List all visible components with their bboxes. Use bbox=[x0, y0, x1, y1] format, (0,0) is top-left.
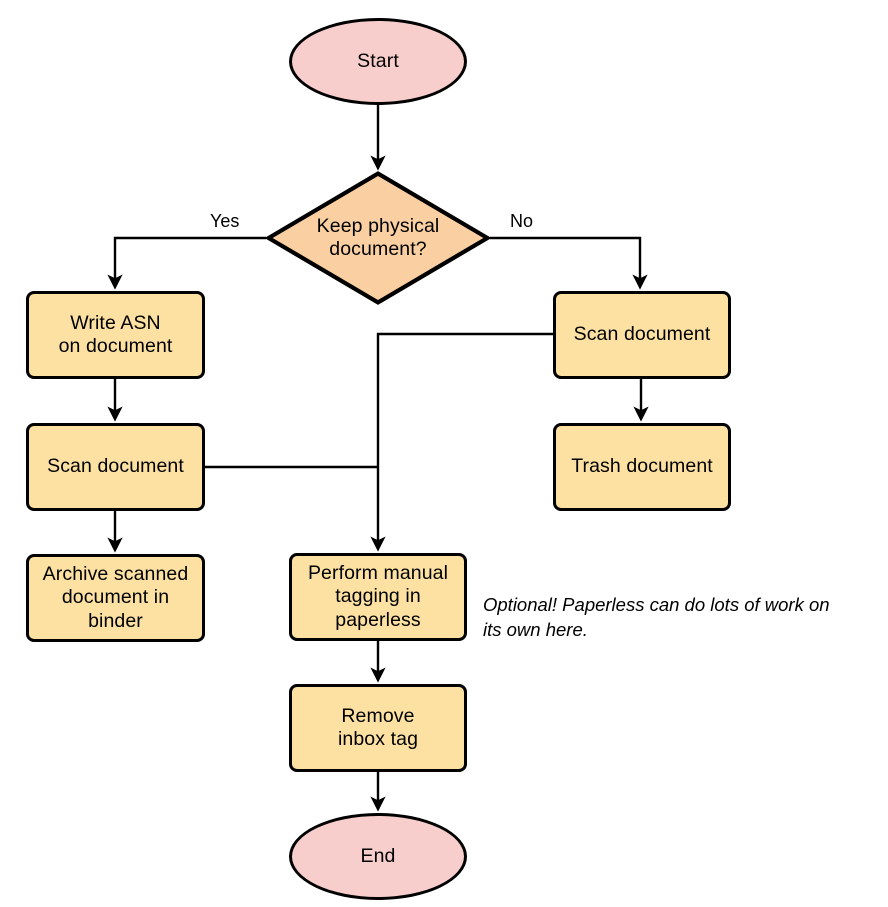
edge-scan-right-to-manual-tagging bbox=[370, 332, 553, 552]
node-decision-keep-physical-document[interactable]: Keep physical document? bbox=[266, 171, 490, 305]
node-trash-document[interactable]: Trash document bbox=[553, 423, 731, 511]
node-scan-document-left-label: Scan document bbox=[47, 455, 184, 478]
node-start[interactable]: Start bbox=[289, 18, 467, 105]
node-archive-scanned-document-in-binder[interactable]: Archive scanned document in binder bbox=[26, 554, 205, 642]
node-scan-document-right-label: Scan document bbox=[573, 323, 711, 346]
diamond-shape bbox=[266, 171, 490, 305]
node-remove-inbox-tag[interactable]: Remove inbox tag bbox=[289, 684, 467, 772]
node-end[interactable]: End bbox=[289, 813, 467, 900]
node-manual-tagging-label: Perform manual tagging in paperless bbox=[307, 561, 449, 631]
node-write-asn-label: Write ASN on document bbox=[58, 311, 173, 358]
edge-yes-to-write-asn bbox=[107, 236, 266, 290]
node-end-label: End bbox=[360, 844, 396, 867]
node-scan-document-left[interactable]: Scan document bbox=[26, 423, 205, 511]
node-decision-label: Keep physical document? bbox=[316, 214, 440, 261]
edge-label-no: No bbox=[510, 211, 534, 231]
edge-label-yes: Yes bbox=[210, 211, 240, 231]
node-trash-document-label: Trash document bbox=[571, 455, 713, 478]
node-start-label: Start bbox=[357, 49, 399, 72]
node-scan-document-right[interactable]: Scan document bbox=[553, 291, 731, 379]
edge-no-to-scan-right bbox=[490, 236, 648, 290]
node-perform-manual-tagging[interactable]: Perform manual tagging in paperless bbox=[289, 553, 467, 641]
node-archive-binder-label: Archive scanned document in binder bbox=[42, 562, 189, 632]
note-optional-paperless: Optional! Paperless can do lots of work … bbox=[483, 594, 830, 640]
node-write-asn-on-document[interactable]: Write ASN on document bbox=[26, 291, 205, 379]
node-remove-inbox-tag-label: Remove inbox tag bbox=[337, 704, 419, 751]
